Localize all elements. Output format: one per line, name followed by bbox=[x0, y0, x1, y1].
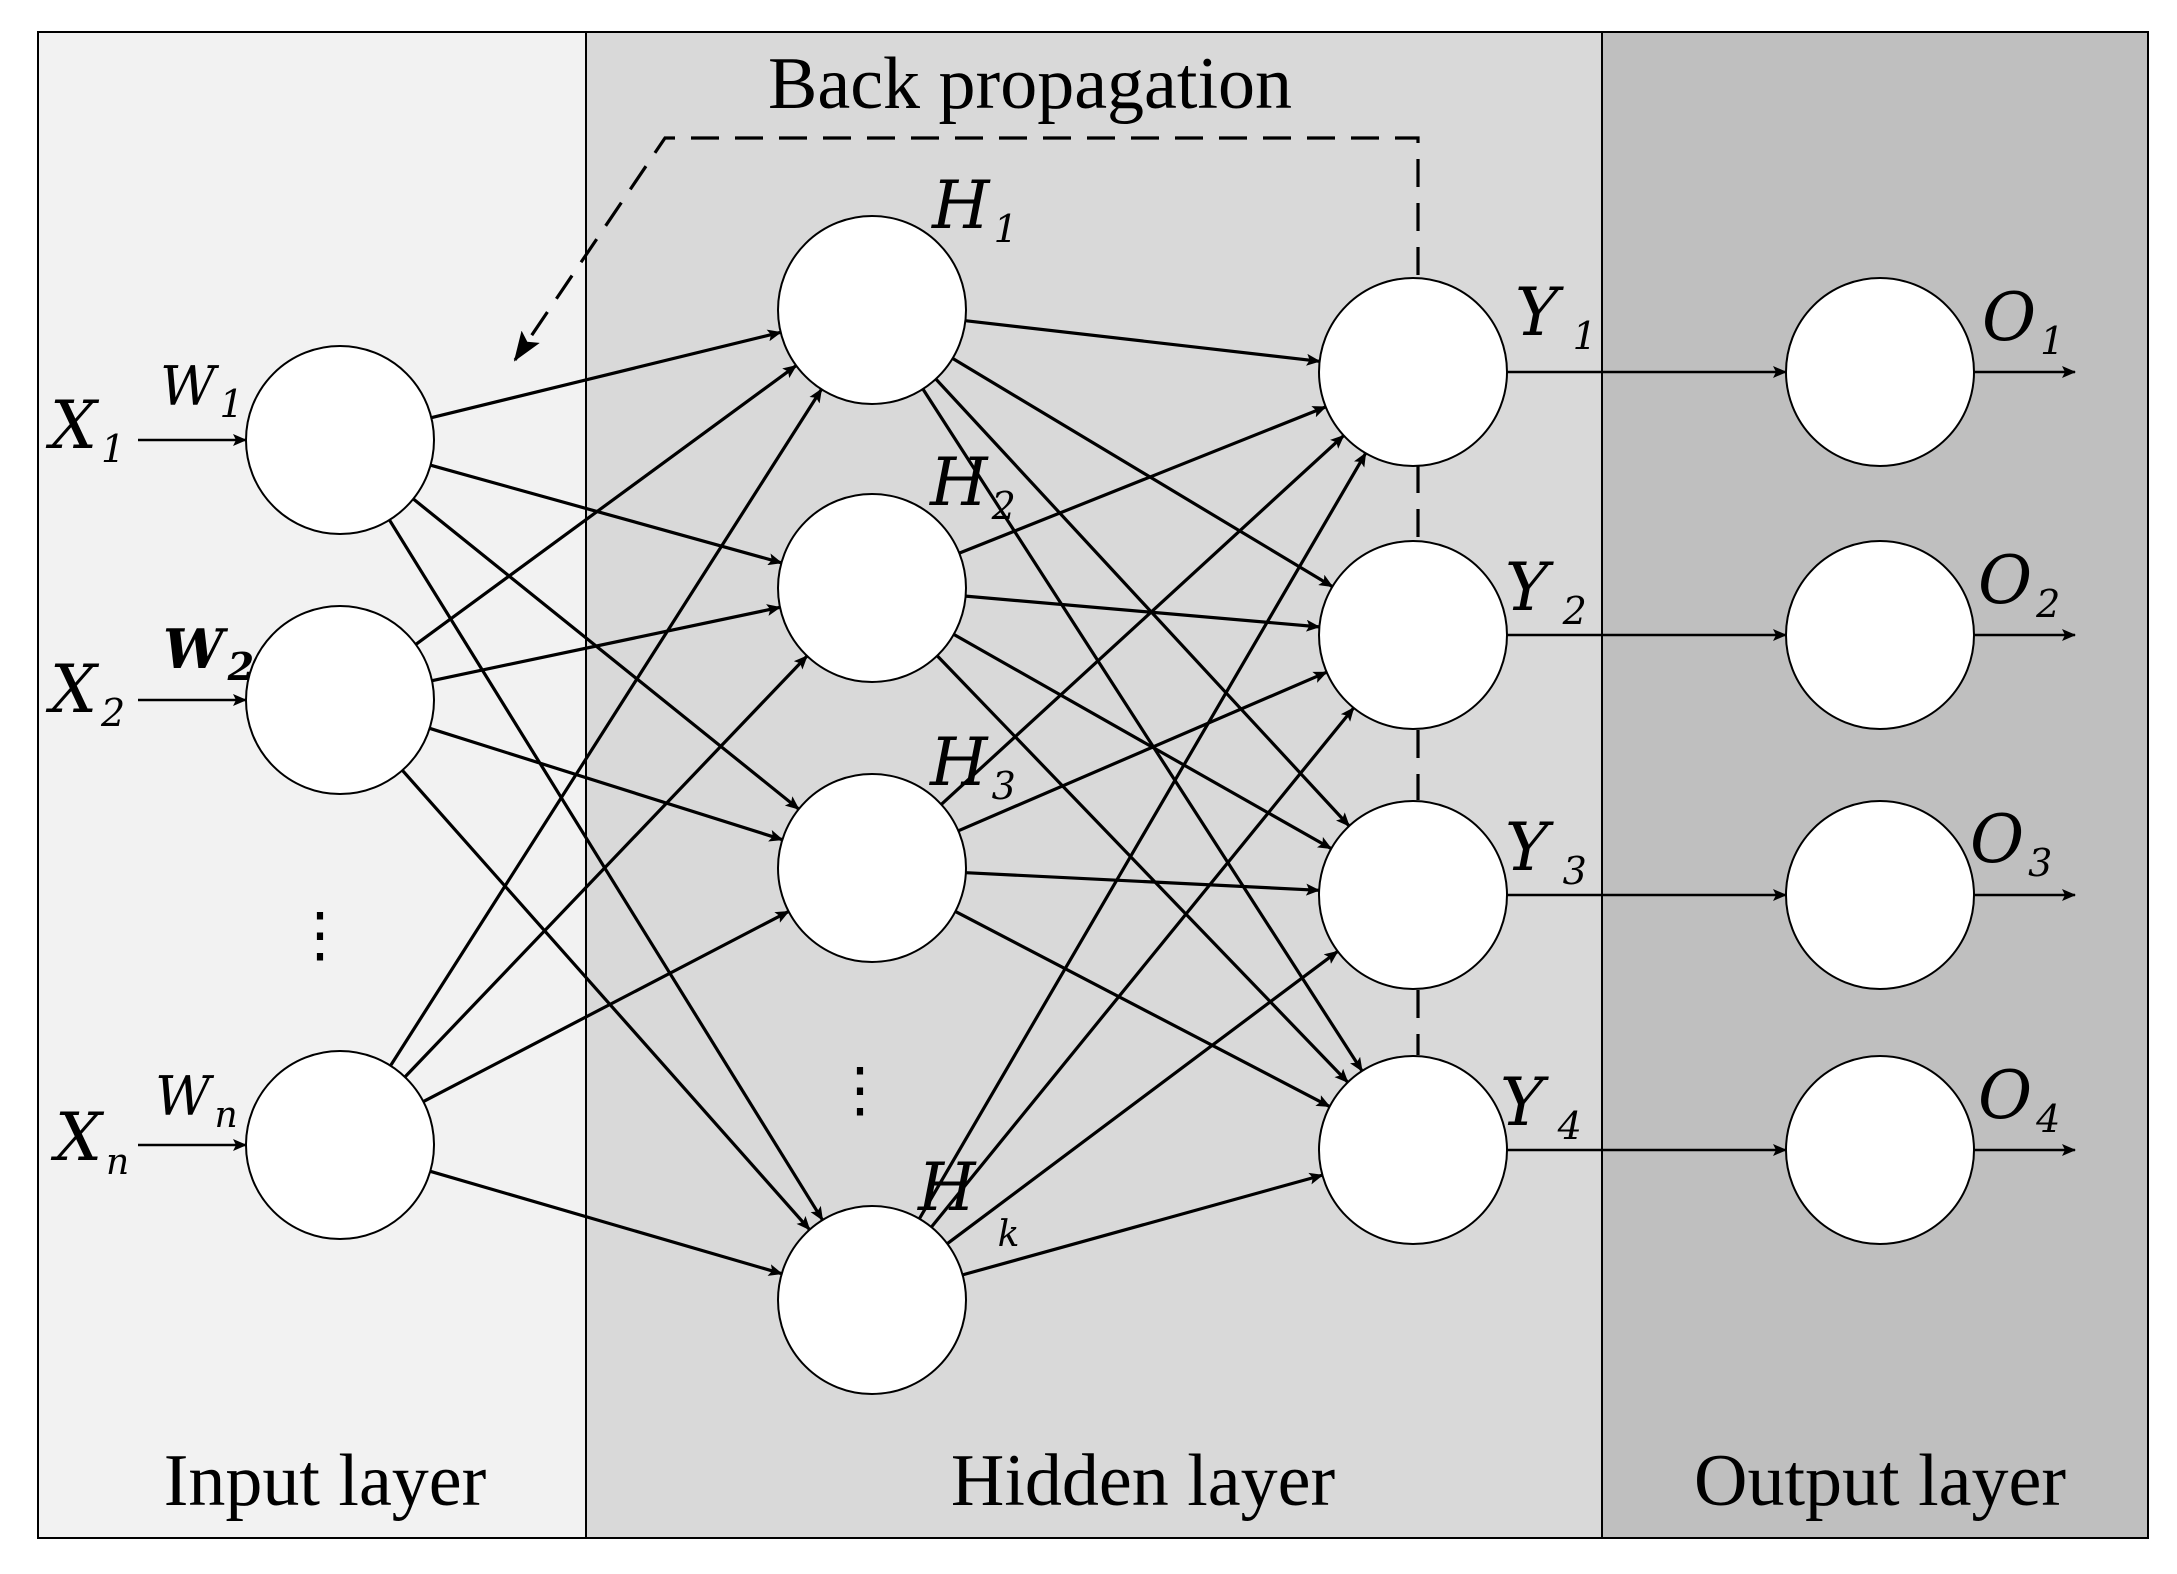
hidden-node-h4 bbox=[777, 1205, 967, 1395]
hidden-output-node-y1 bbox=[1318, 277, 1508, 467]
input-node-1 bbox=[245, 345, 435, 535]
edge-h2-y2 bbox=[965, 594, 1321, 632]
output-node-o4 bbox=[1785, 1055, 1975, 1245]
edge-h3-y3 bbox=[965, 871, 1321, 896]
edge-x2-h3 bbox=[429, 726, 784, 842]
back-propagation-arrow bbox=[513, 136, 1420, 362]
hidden-node-h3 bbox=[777, 773, 967, 963]
hidden-output-node-y2 bbox=[1318, 540, 1508, 730]
edge-x1-h4 bbox=[388, 519, 824, 1221]
edge-h2-y1 bbox=[958, 405, 1327, 555]
hidden-output-node-y3 bbox=[1318, 800, 1508, 990]
edge-x1-h3 bbox=[412, 497, 800, 811]
edge-h4-y3 bbox=[946, 950, 1339, 1245]
hidden-layer-panel bbox=[585, 31, 1603, 1539]
edge-h4-y1 bbox=[917, 452, 1368, 1220]
hidden-label-h4: Hk bbox=[917, 1149, 1019, 1255]
edge-h1-y4 bbox=[921, 388, 1364, 1072]
hidden-node-h2 bbox=[777, 493, 967, 683]
output-node-o3 bbox=[1785, 800, 1975, 990]
edge-x3-h2 bbox=[403, 654, 809, 1079]
edge-x2-h2 bbox=[431, 604, 781, 683]
hidden-ellipsis: ⋮ bbox=[830, 1055, 890, 1125]
hidden-layer-title: Hidden layer bbox=[951, 1440, 1335, 1522]
input-ellipsis: ⋮ bbox=[290, 900, 350, 970]
edge-x3-h3 bbox=[422, 909, 790, 1104]
nodes bbox=[245, 215, 1975, 1395]
edge-h3-y4 bbox=[954, 910, 1331, 1108]
edge-x3-h1 bbox=[389, 388, 823, 1067]
edge-h2-y4 bbox=[936, 654, 1349, 1084]
edge-h4-y4 bbox=[962, 1172, 1324, 1277]
edge-h4-y2 bbox=[930, 706, 1355, 1229]
edge-x3-h4 bbox=[429, 1169, 783, 1276]
edge-x2-h1 bbox=[414, 364, 798, 646]
output-layer-panel bbox=[1601, 31, 2149, 1539]
back-propagation-path bbox=[513, 136, 1420, 1055]
output-layer-title: Output layer bbox=[1694, 1440, 2066, 1522]
input-layer-title: Input layer bbox=[164, 1440, 487, 1522]
edge-h1-y2 bbox=[951, 357, 1334, 588]
connections bbox=[138, 319, 2076, 1277]
back-propagation-title: Back propagation bbox=[768, 43, 1292, 125]
output-node-o2 bbox=[1785, 540, 1975, 730]
edge-h3-y2 bbox=[957, 670, 1328, 833]
edge-x1-h1 bbox=[430, 329, 782, 420]
hidden-node-h1 bbox=[777, 215, 967, 405]
edge-h3-y1 bbox=[940, 434, 1345, 806]
input-node-3 bbox=[245, 1050, 435, 1240]
edge-h1-y3 bbox=[934, 377, 1351, 828]
edge-x2-h4 bbox=[401, 769, 811, 1231]
edge-h1-y1 bbox=[965, 319, 1321, 366]
hidden-output-node-y4 bbox=[1318, 1055, 1508, 1245]
input-node-2 bbox=[245, 605, 435, 795]
output-node-o1 bbox=[1785, 277, 1975, 467]
